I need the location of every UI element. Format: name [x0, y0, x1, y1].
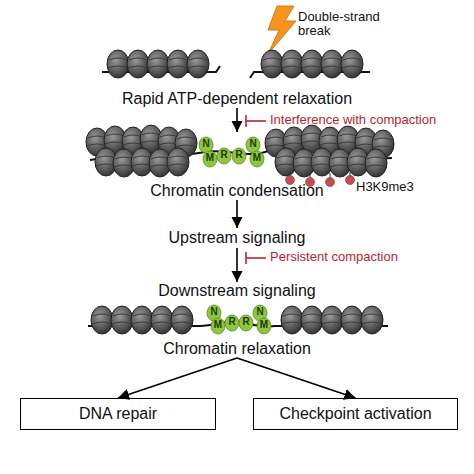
protein-letter: N — [207, 306, 221, 317]
inhibition-label: Interference with compaction — [270, 113, 460, 127]
nucleosome — [167, 50, 189, 78]
flow-arrow — [236, 248, 238, 282]
outcome-box: Checkpoint activation — [253, 398, 458, 430]
protein — [225, 315, 239, 331]
nucleosome — [341, 306, 363, 334]
nucleosome — [91, 306, 113, 334]
nucleosome — [127, 50, 149, 78]
protein — [203, 151, 217, 167]
condensed-chromatin — [86, 125, 394, 177]
protein-complex — [199, 137, 264, 167]
protein — [232, 148, 246, 164]
nucleosome — [261, 50, 283, 78]
protein — [239, 315, 253, 331]
protein — [257, 318, 271, 334]
protein — [246, 137, 260, 153]
nucleosome — [365, 149, 387, 177]
nucleosome — [281, 50, 303, 78]
nucleosome — [171, 306, 193, 334]
nucleosome — [167, 148, 189, 176]
flow-arrow — [236, 108, 238, 132]
protein-letter: N — [199, 138, 213, 149]
protein-letter: R — [239, 316, 253, 327]
nucleosome — [321, 306, 343, 334]
inhibition-line — [246, 257, 266, 259]
inhibition-line — [246, 120, 266, 122]
lightning-bolt — [268, 6, 296, 54]
protein-letter: M — [203, 152, 217, 163]
stage-node: Upstream signaling — [150, 228, 324, 248]
stage-node: Downstream signalingChromatin relaxation — [60, 282, 414, 358]
node-title: Downstream signaling — [158, 282, 315, 300]
nucleosome — [187, 50, 209, 78]
broken-chromatin — [102, 50, 370, 78]
protein-letter: N — [253, 306, 267, 317]
nucleosome — [147, 50, 169, 78]
node-title: Upstream signaling — [169, 229, 306, 247]
nucleosome — [151, 306, 173, 334]
event-label: Double-strand break — [298, 10, 394, 39]
stage-node: Rapid ATP-dependent relaxation — [80, 36, 394, 108]
nucleosome — [131, 306, 153, 334]
nucleosome — [107, 50, 129, 78]
protein — [250, 151, 264, 167]
protein — [211, 318, 225, 334]
inhibition-symbol — [246, 252, 266, 264]
nucleosome — [301, 50, 323, 78]
histone-mark-label: H3K9me3 — [356, 180, 436, 194]
protein-letter: M — [250, 152, 264, 163]
node-title: DNA repair — [79, 405, 157, 423]
protein-letter: R — [217, 149, 231, 160]
outcome-box: DNA repair — [20, 398, 216, 430]
flow-arrow — [237, 358, 356, 398]
protein-letter: N — [246, 138, 260, 149]
inhibition-symbol — [246, 115, 266, 127]
inhibition-bar — [245, 115, 247, 127]
nucleosome — [361, 306, 383, 334]
node-title: Rapid ATP-dependent relaxation — [122, 90, 352, 108]
node-title: Checkpoint activation — [279, 405, 431, 423]
protein — [199, 137, 213, 153]
inhibition-bar — [245, 252, 247, 264]
protein-letter: M — [211, 319, 225, 330]
node-title: Chromatin condensation — [150, 182, 323, 200]
relaxed-chromatin — [88, 306, 388, 334]
nucleosome — [301, 306, 323, 334]
flow-arrow — [236, 200, 238, 228]
nucleosome — [281, 306, 303, 334]
protein-letter: M — [257, 319, 271, 330]
protein-letter: R — [225, 316, 239, 327]
nucleosome — [111, 306, 133, 334]
protein-letter: R — [232, 149, 246, 160]
methyl-mark — [346, 176, 355, 185]
flow-arrow — [118, 358, 237, 398]
node-body: Chromatin relaxation — [163, 340, 311, 358]
protein — [217, 148, 231, 164]
inhibition-label: Persistent compaction — [270, 250, 450, 264]
nucleosome — [321, 50, 343, 78]
nucleosome — [341, 50, 363, 78]
methyl-mark — [326, 178, 335, 187]
protein-complex — [207, 305, 271, 334]
